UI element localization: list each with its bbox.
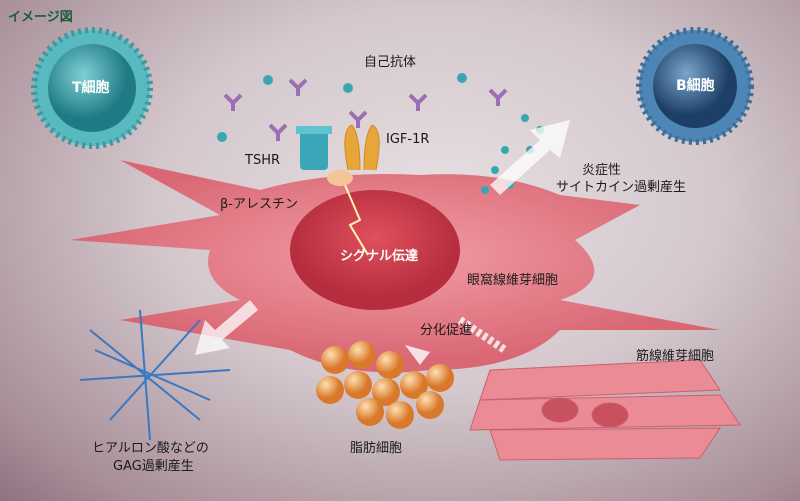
tshr-receptor xyxy=(296,126,332,170)
lightning-icon xyxy=(344,184,369,256)
autoantibody-label: 自己抗体 xyxy=(364,55,417,70)
beta-arrestin xyxy=(327,170,353,186)
b-cell-label: B細胞 xyxy=(676,78,715,94)
igf1r-receptor xyxy=(344,124,380,171)
arrow-adipocyte-icon xyxy=(405,345,430,365)
signal-label: シグナル伝達 xyxy=(340,249,419,264)
gag-label-2: GAG過剰産生 xyxy=(113,459,194,474)
cytokine-label-2: サイトカイン過剰産生 xyxy=(556,180,687,195)
arrow-cytokine-icon xyxy=(490,120,570,195)
beta-arrestin-label: β-アレスチン xyxy=(220,197,298,212)
t-cell-label: T細胞 xyxy=(72,80,110,96)
igf1r-label: IGF-1R xyxy=(386,132,430,147)
adipocyte-label: 脂肪細胞 xyxy=(350,441,403,456)
autoantibodies xyxy=(223,78,508,141)
tshr-label: TSHR xyxy=(245,153,281,168)
myofibroblast-label: 筋線維芽細胞 xyxy=(636,349,715,364)
gag-network xyxy=(79,309,231,441)
b-cell xyxy=(636,27,754,145)
adipocytes xyxy=(316,341,454,429)
cytokine-label-1: 炎症性 xyxy=(582,163,622,178)
gag-label-1: ヒアルロン酸などの xyxy=(92,441,209,456)
nucleus xyxy=(290,190,460,310)
myofibroblasts xyxy=(469,359,741,461)
orbital-fibroblast-label: 眼窩線維芽細胞 xyxy=(467,273,559,288)
arrow-myofibroblast-icon xyxy=(457,316,508,354)
arrow-gag-icon xyxy=(195,300,258,355)
t-cell xyxy=(31,27,153,149)
figure-title: イメージ図 xyxy=(8,10,73,25)
differentiation-label: 分化促進 xyxy=(420,323,473,338)
